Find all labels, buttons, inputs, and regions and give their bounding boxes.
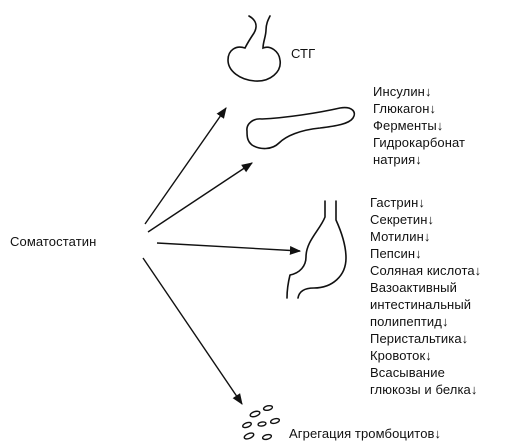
effect-line: Всасывание xyxy=(370,364,481,381)
effect-line: Гидрокарбонат xyxy=(373,134,465,151)
effect-line: интестинальный xyxy=(370,296,481,313)
stomach-effects: Гастрин↓ Секретин↓ Мотилин↓ Пепсин↓ Соля… xyxy=(370,194,481,398)
effect-line: Пепсин↓ xyxy=(370,245,481,262)
effect-line: Инсулин↓ xyxy=(373,83,465,100)
stomach-icon xyxy=(287,201,346,298)
effect-line: Вазоактивный xyxy=(370,279,481,296)
effect-line: Глюкагон↓ xyxy=(373,100,465,117)
effect-line: Агрегация тромбоцитов↓ xyxy=(289,425,441,442)
source-label: Соматостатин xyxy=(10,233,96,250)
effect-line: полипептид↓ xyxy=(370,313,481,330)
effect-line: Мотилин↓ xyxy=(370,228,481,245)
pituitary-effects: СТГ xyxy=(291,45,315,62)
effect-line: Перистальтика↓ xyxy=(370,330,481,347)
effect-line: Соляная кислота↓ xyxy=(370,262,481,279)
arrow-to-platelets xyxy=(143,258,242,404)
effect-line: Секретин↓ xyxy=(370,211,481,228)
effect-line: Ферменты↓ xyxy=(373,117,465,134)
arrow-to-stomach xyxy=(157,243,300,251)
pancreas-icon xyxy=(247,108,354,149)
platelets-icon xyxy=(242,405,280,440)
platelets-effects: Агрегация тромбоцитов↓ xyxy=(289,425,441,442)
effect-line: СТГ xyxy=(291,45,315,62)
effect-line: Кровоток↓ xyxy=(370,347,481,364)
pancreas-effects: Инсулин↓ Глюкагон↓ Ферменты↓ Гидрокарбон… xyxy=(373,83,465,168)
effect-line: глюкозы и белка↓ xyxy=(370,381,481,398)
effect-line: натрия↓ xyxy=(373,151,465,168)
pituitary-gland-icon xyxy=(228,16,280,81)
effect-line: Гастрин↓ xyxy=(370,194,481,211)
